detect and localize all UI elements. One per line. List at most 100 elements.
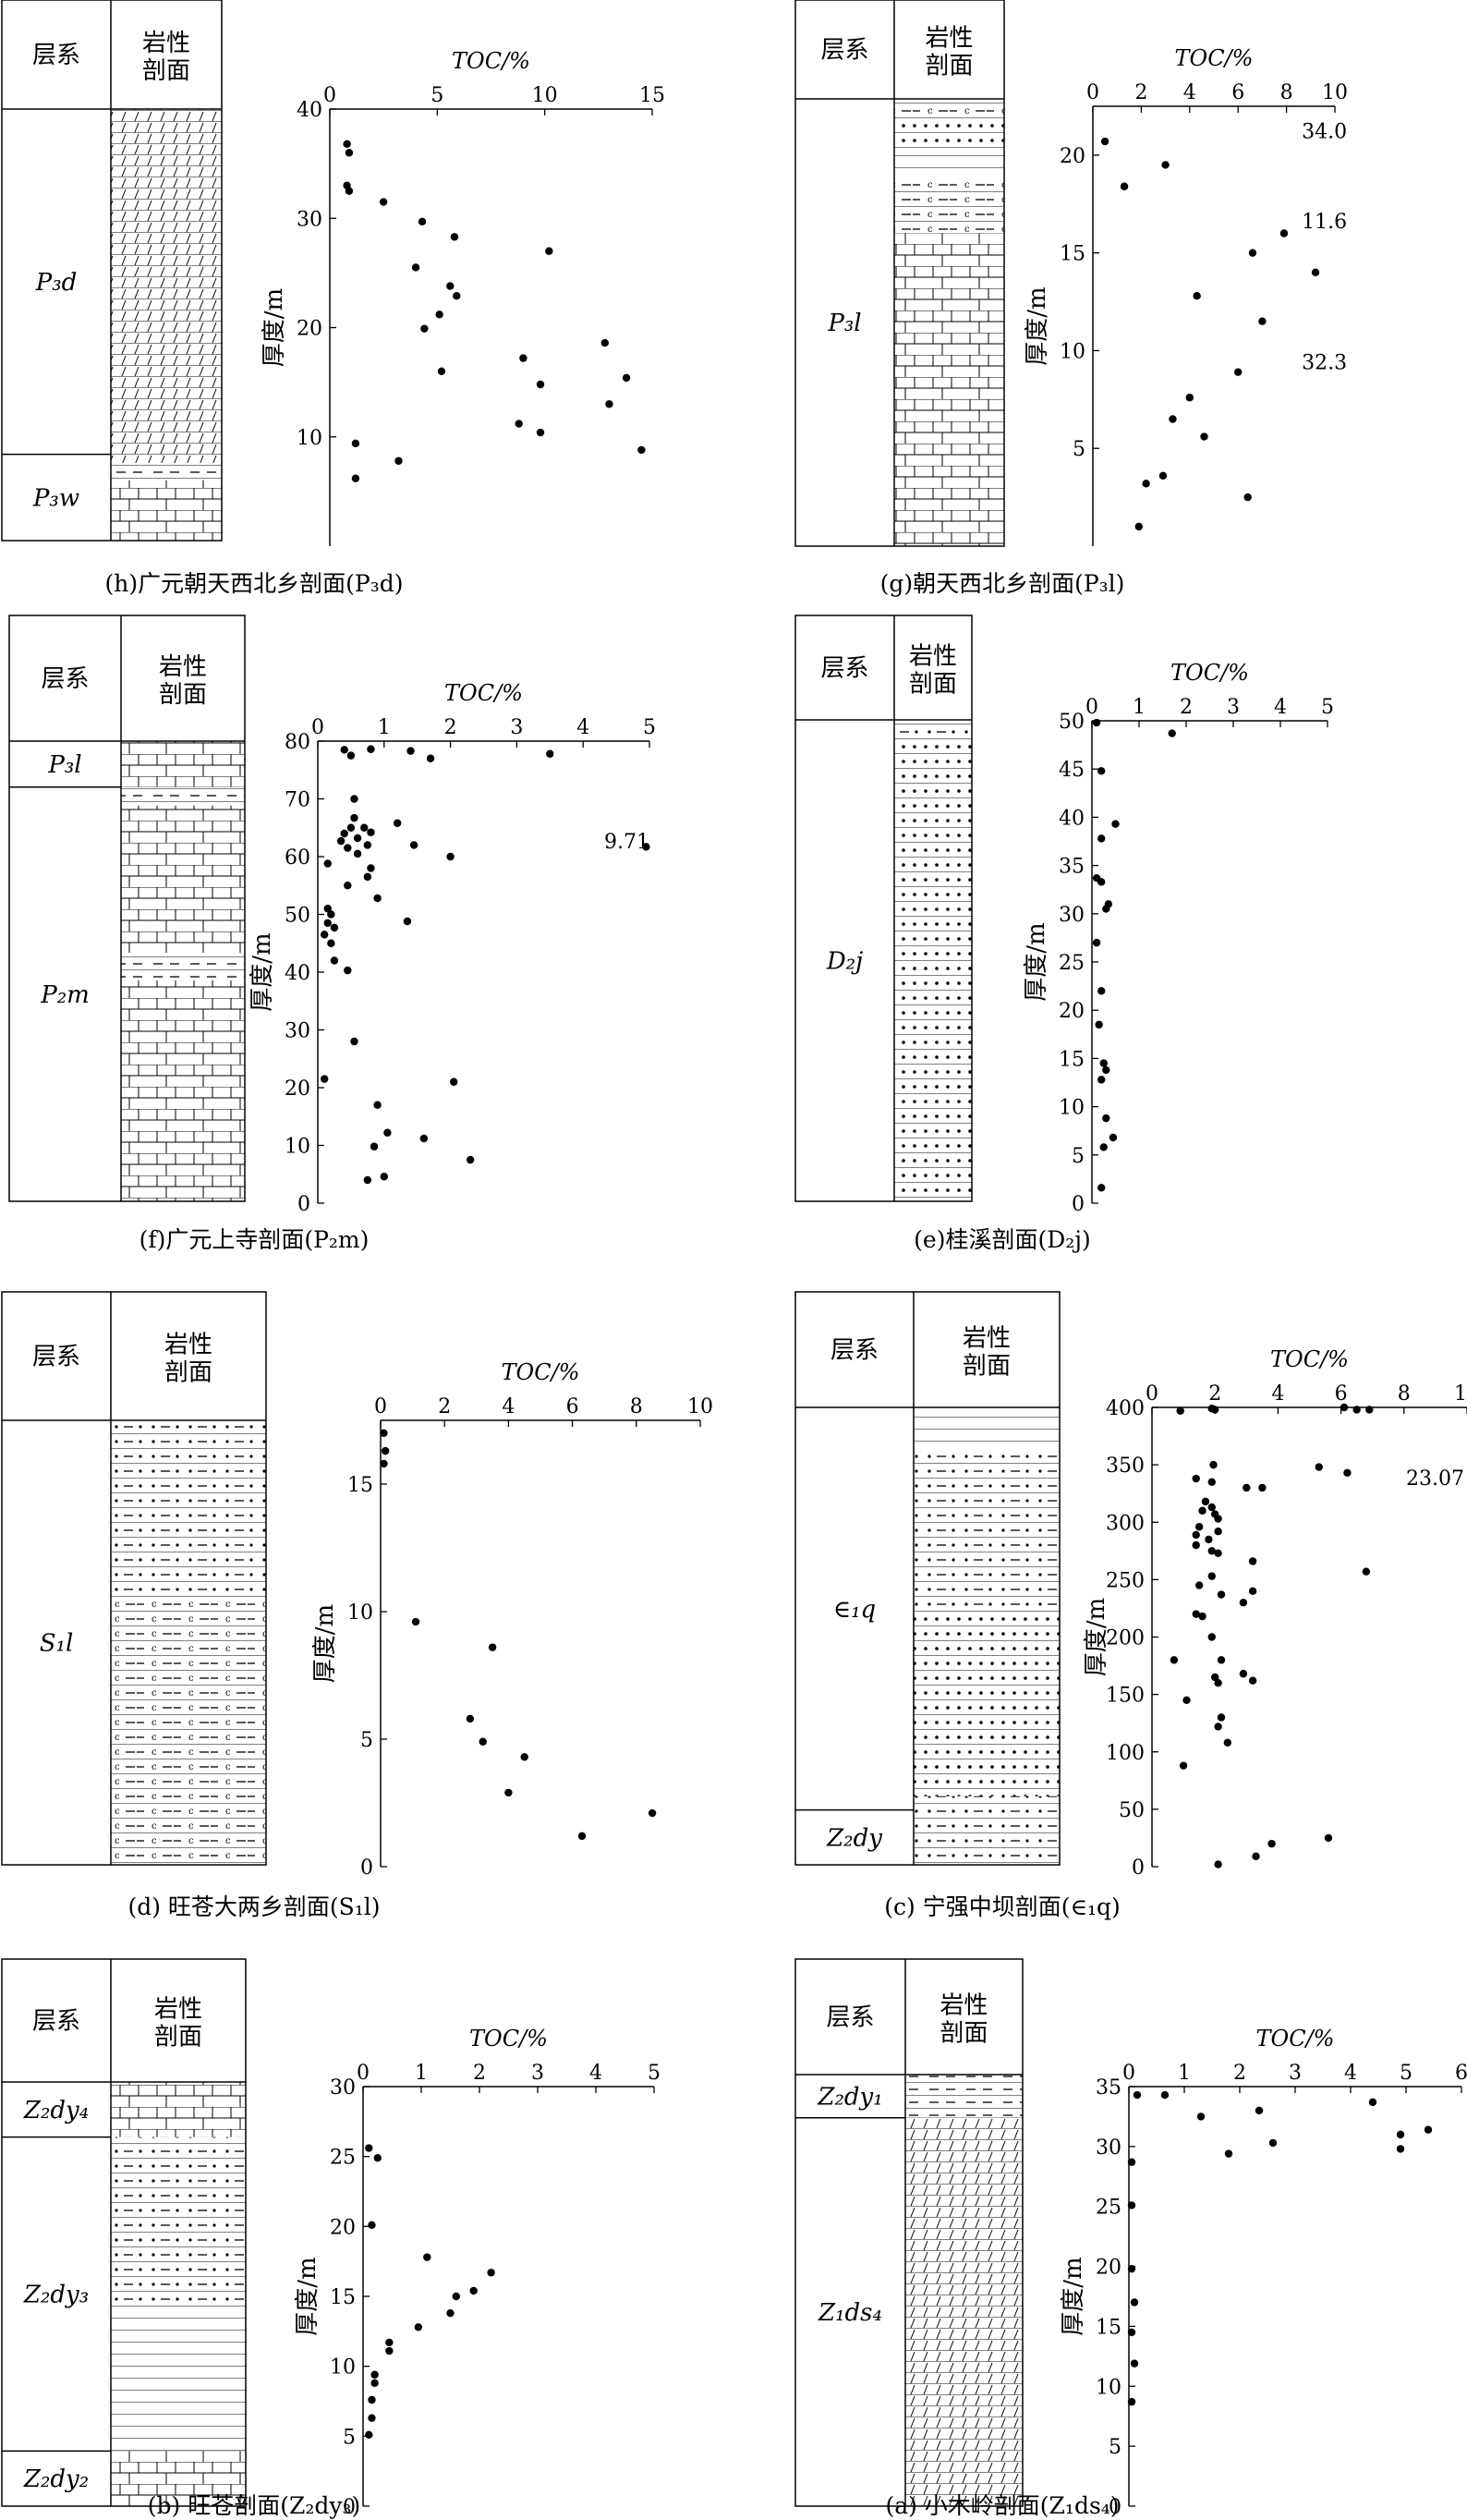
y-tick-label: 70 [285,789,310,812]
data-point [546,749,554,758]
lithology-fill [894,744,972,1201]
x-tick-label: 5 [430,84,443,107]
data-point [1092,938,1101,947]
data-point [1214,1679,1222,1687]
y-axis-title: 厚度/m [261,288,288,367]
data-point [1324,1833,1333,1843]
data-point [437,367,446,375]
formation-label: Z₂dy [826,1824,882,1852]
data-point [351,474,360,482]
data-point [1179,1761,1188,1770]
lithology-header: 剖面 [909,671,957,699]
y-tick-label: 10 [330,2356,356,2380]
data-point [1234,368,1243,376]
x-tick-label: 1 [415,2062,428,2085]
data-point [1217,1590,1226,1599]
data-point [1396,2145,1405,2153]
panel-caption: (b) 旺苍剖面(Z₂dy₃) [148,2492,361,2519]
y-tick-label: 60 [285,846,310,870]
x-tick-label: 4 [1344,2062,1357,2085]
data-point [435,310,443,319]
data-point [1102,905,1110,913]
panel-b: 层系岩性剖面Z₂dy₄Z₂dy₃Z₂dy₂(b) 旺苍剖面(Z₂dy₃) [1,1958,361,2519]
y-tick-label: 35 [1096,2076,1121,2100]
formation-header: 层系 [820,37,868,65]
data-point [488,1643,497,1651]
y-tick-label: 0 [1109,2496,1121,2519]
lithology-fill [121,786,245,806]
y-tick-label: 5 [1109,2436,1121,2459]
panel-h: 层系岩性剖面P₃dP₃w(h)广元朝天西北乡剖面(P₃d) [1,0,403,597]
x-tick-label: 2 [1180,696,1193,719]
data-point [1207,1478,1216,1486]
data-point [373,2153,382,2162]
data-point [1214,1515,1222,1523]
data-point [393,819,402,827]
data-point [1207,1572,1216,1580]
lithology-fill [111,109,222,463]
lithology-header: 岩性 [159,653,207,681]
data-point [577,1832,587,1841]
data-point [330,923,339,932]
lithology-fill [894,121,1004,153]
data-point [1248,1587,1257,1596]
x-tick-label: 0 [1085,696,1098,719]
data-point [1130,2298,1139,2307]
data-point [1258,317,1267,325]
x-tick-label: 6 [566,1395,579,1418]
data-point [368,2221,376,2230]
data-point [367,745,375,753]
data-point [1185,394,1194,402]
x-tick-label: 0 [357,2062,370,2085]
y-tick-label: 10 [297,427,322,450]
formation-header: 层系 [32,42,80,69]
data-point [1099,1059,1108,1067]
x-axis-title: TOC/% [1256,2026,1335,2051]
value-annotation: 34.0 [1302,121,1347,144]
y-axis-title: 厚度/m [294,2257,321,2335]
data-point [380,1429,388,1438]
data-point [1268,2138,1278,2148]
data-point [1100,137,1109,146]
data-point [346,751,356,760]
lithology-header: 岩性 [940,1992,988,2020]
formation-label: Z₁ds₄ [818,2299,882,2327]
column-frame [794,1958,1024,2507]
lithology-fill [121,980,245,1201]
data-point [1120,182,1129,190]
x-tick-label: 10 [687,1395,713,1418]
data-point [323,905,332,913]
data-point [504,1788,513,1797]
data-point [1214,1723,1222,1731]
y-axis-title: 厚度/m [311,1604,339,1683]
formation-label: P₂m [40,981,90,1009]
data-point [1340,1403,1349,1412]
y-tick-label: 400 [1106,1397,1145,1420]
panel-caption: (d) 旺苍大两乡剖面(S₁l) [127,1893,380,1920]
data-point [1198,1612,1206,1621]
data-point [350,795,358,803]
data-point [1192,1540,1200,1550]
y-tick-label: 20 [285,1077,310,1101]
lithology-header: 剖面 [154,2024,202,2051]
data-point [1097,767,1106,775]
y-tick-label: 45 [1059,759,1085,782]
value-annotation: 9.71 [604,831,649,854]
strat-column: 层系岩性剖面∈₁qZ₂dy [794,1291,1061,1866]
data-point [403,917,412,926]
data-point [340,746,348,754]
data-point [1211,1406,1219,1414]
lithology-fill [111,1420,266,1599]
y-tick-label: 10 [285,1136,310,1159]
x-tick-label: 2 [473,2062,486,2085]
y-tick-label: 20 [1059,1000,1085,1023]
lithology-fill [905,2075,1023,2118]
lithology-header: 剖面 [164,1359,212,1387]
x-tick-label: 10 [532,84,558,107]
data-point [363,841,372,849]
y-tick-label: 30 [1096,2137,1121,2160]
data-point [327,939,335,947]
data-point [1207,1633,1216,1641]
data-point [380,1173,388,1181]
y-tick-label: 0 [297,1193,310,1216]
